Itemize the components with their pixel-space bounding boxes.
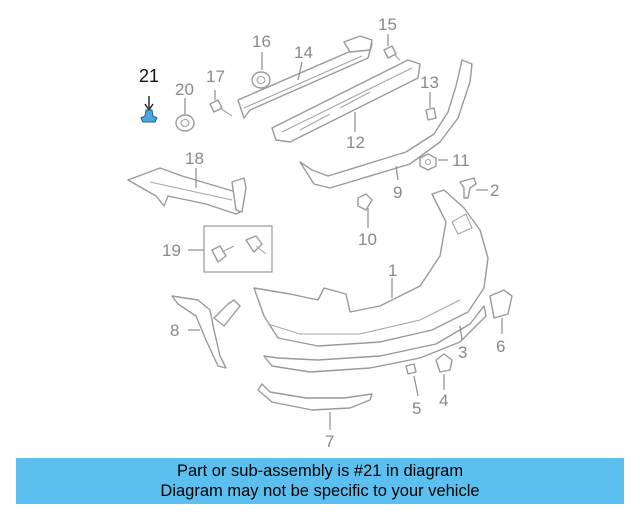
callout-3[interactable]: 3 [458, 343, 467, 362]
callout-18[interactable]: 18 [185, 149, 204, 168]
callout-21[interactable]: 21 [139, 66, 159, 86]
callout-19[interactable]: 19 [162, 241, 181, 260]
banner-line-disclaimer: Diagram may not be specific to your vehi… [160, 482, 480, 500]
bolt-lower-part [357, 193, 373, 211]
lower-trim-part [257, 383, 373, 411]
screw-part [405, 363, 417, 375]
grommet-part [175, 114, 195, 132]
callout-8[interactable]: 8 [170, 321, 179, 340]
leader-lines [184, 34, 503, 430]
side-bracket-part [127, 167, 247, 215]
grommet-top-part [251, 71, 271, 89]
end-cap-part [489, 289, 513, 319]
bolt-upper-part [383, 45, 401, 61]
banner-line-part-number: Part or sub-assembly is #21 in diagram [176, 462, 464, 480]
energy-absorber-part [271, 59, 421, 143]
callout-17[interactable]: 17 [206, 67, 225, 86]
callout-11[interactable]: 11 [452, 151, 470, 170]
callout-labels: 21 20 17 16 14 15 13 12 11 9 2 18 10 19 … [139, 15, 505, 451]
bolt-part [209, 99, 233, 117]
callout-9[interactable]: 9 [393, 183, 402, 202]
callout-7[interactable]: 7 [325, 432, 334, 451]
bumper-cover-part [253, 189, 489, 347]
callout-13[interactable]: 13 [420, 73, 439, 92]
push-clip-part [459, 177, 477, 199]
side-molding-part [171, 295, 241, 369]
lower-skirt-part [263, 305, 487, 373]
callout-16[interactable]: 16 [252, 32, 271, 51]
callout-14[interactable]: 14 [294, 43, 313, 62]
callout-1[interactable]: 1 [388, 261, 397, 280]
callout-4[interactable]: 4 [439, 391, 448, 410]
callout-15[interactable]: 15 [378, 15, 397, 34]
retainer-clip-part [435, 353, 453, 373]
parts-diagram: 21 20 17 16 14 15 13 12 11 9 2 18 10 19 … [127, 15, 513, 451]
callout-20[interactable]: 20 [175, 80, 194, 99]
callout-2[interactable]: 2 [490, 181, 499, 200]
callout-12[interactable]: 12 [346, 133, 365, 152]
part-21-highlighted [140, 96, 158, 123]
reinforcement-beam-part [237, 35, 373, 119]
clip-set-box [203, 225, 273, 273]
callout-10[interactable]: 10 [358, 230, 377, 249]
callout-5[interactable]: 5 [412, 399, 421, 418]
info-banner: Part or sub-assembly is #21 in diagram D… [16, 458, 624, 504]
callout-6[interactable]: 6 [496, 337, 505, 356]
bumper-bracket-part [299, 59, 473, 189]
nut-part [419, 153, 437, 171]
bolt-right-part [425, 107, 437, 121]
